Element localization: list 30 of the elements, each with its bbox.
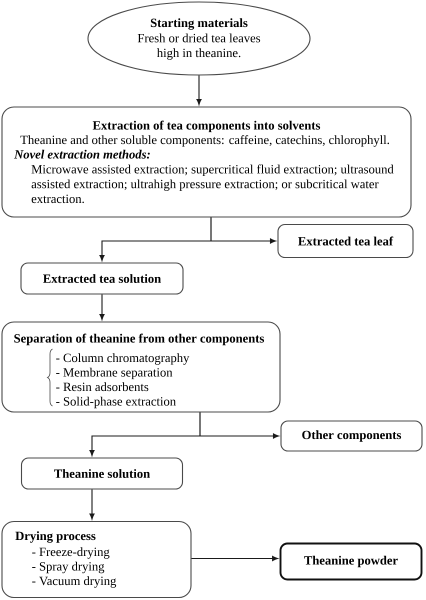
list-item: - Solid-phase extraction: [56, 396, 176, 408]
list-item: - Membrane separation: [56, 368, 172, 380]
step-description: Theanine and other soluble components: caffeine, catechins, chlorophyll.: [20, 135, 390, 147]
method-description: Microwave assisted extraction; supercritical fluid extraction; ultrasound assisted extraction; ultrahigh pressure extraction; or subcritical water extraction.: [32, 164, 394, 204]
step-description: Fresh or dried tea leaves high in theanine.: [138, 34, 260, 60]
output-box: Extracted tea leaf: [277, 224, 414, 258]
arrow: [99, 218, 212, 261]
output-box: Theanine powder: [280, 542, 422, 580]
step-heading: Drying process: [15, 531, 96, 543]
process-box: [1, 321, 281, 413]
process-box: Theanine solution: [20, 457, 184, 490]
arrow: [192, 556, 278, 562]
list-item: - Freeze-drying: [32, 547, 110, 559]
subheading: Novel extraction methods:: [14, 150, 150, 159]
arrow: [99, 294, 105, 320]
step-heading: Extraction of tea components into solvents: [92, 120, 320, 132]
step-heading: Starting materials: [150, 18, 248, 30]
output-box: Other components: [280, 420, 423, 452]
arrow: [89, 412, 201, 456]
list-item: - Resin adsorbents: [56, 382, 148, 392]
arrow: [89, 490, 95, 520]
process-box: [1, 106, 412, 218]
step-heading: Separation of theanine from other components: [14, 334, 264, 346]
start-ellipse: [87, 1, 311, 76]
process-box: Extracted tea solution: [20, 262, 184, 295]
arrow: [196, 76, 202, 105]
list-item: - Vacuum drying: [32, 576, 116, 588]
list-item: - Column chromatography: [56, 353, 190, 365]
list-item: - Spray drying: [32, 562, 104, 574]
process-box: [1, 520, 192, 598]
